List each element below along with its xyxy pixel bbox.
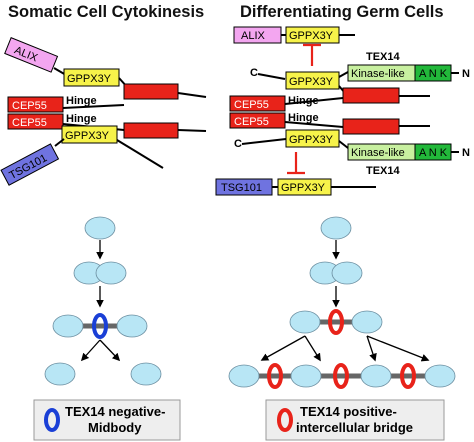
cep55-label-left-2: CEP55	[12, 117, 47, 129]
germ-cell-3a	[289, 310, 321, 334]
somatic-cell-2b	[95, 261, 127, 285]
somatic-lineage	[44, 216, 162, 386]
n-terminus-top: N	[462, 68, 470, 80]
cep55-coil-bottom-left	[123, 122, 179, 139]
hinge-label-left-1: Hinge	[66, 95, 97, 107]
cep55-box-left-2	[7, 113, 64, 130]
legend-left-line1: TEX14 negative-	[65, 404, 165, 419]
germ-cell-4d	[424, 364, 456, 388]
germ-cell-4b	[290, 364, 322, 388]
kinase-like-label-bottom: Kinase-like	[351, 147, 405, 159]
tex14-label-top: TEX14	[366, 51, 401, 63]
hinge-label-right-2: Hinge	[288, 112, 319, 124]
cep55-coil-top-left	[123, 83, 179, 100]
gppx3y-label-left-top: GPPX3Y	[67, 73, 112, 85]
gppx3y-box-right-2	[285, 129, 340, 148]
germ-cell-1	[320, 216, 352, 240]
cep55-box-right-2	[229, 112, 286, 129]
gppx3y-label-right-2: GPPX3Y	[289, 134, 334, 146]
gppx3y-label-left-bottom: GPPX3Y	[65, 130, 110, 142]
germ-complex: ALIX GPPX3Y TEX14 C GPPX3Y Kinase-like A…	[215, 26, 470, 196]
n-terminus-bottom: N	[462, 147, 470, 159]
cep55-label-left-1: CEP55	[12, 100, 47, 112]
header-germ: Differentiating Germ Cells	[240, 3, 444, 21]
somatic-cell-4b	[130, 362, 162, 386]
legend-left: TEX14 negative- Midbody	[33, 399, 181, 441]
bridge-ring-1	[328, 309, 344, 335]
cep55-box-left-1	[7, 96, 64, 113]
somatic-cell-3b	[116, 314, 148, 338]
alix-label-right: ALIX	[241, 30, 266, 42]
legend-bridge-ring	[277, 408, 293, 432]
legend-midbody-ring	[44, 408, 60, 432]
cep55-coil-top-right	[342, 87, 400, 104]
tex14-label-bottom: TEX14	[366, 165, 401, 177]
germ-lineage	[228, 216, 456, 389]
legend-right: TEX14 positive- intercellular bridge	[265, 399, 445, 441]
germ-cell-3b	[351, 310, 383, 334]
legend-right-line2: intercellular bridge	[296, 420, 413, 435]
gppx3y-label-right-top: GPPX3Y	[289, 30, 334, 42]
gppx3y-box-left-bottom	[61, 125, 118, 144]
c-terminus-top: C	[250, 67, 258, 79]
header-somatic: Somatic Cell Cytokinesis	[8, 3, 204, 21]
hinge-label-right-1: Hinge	[288, 95, 319, 107]
somatic-cell-3a	[52, 314, 84, 338]
tsg101-label-right: TSG101	[221, 182, 262, 194]
germ-cell-2b	[331, 261, 363, 285]
somatic-cell-4a	[44, 362, 76, 386]
bridge-ring-4	[400, 363, 416, 389]
cep55-label-right-1: CEP55	[234, 99, 269, 111]
bridge-ring-2	[267, 363, 283, 389]
germ-cell-4c	[360, 364, 392, 388]
bridge-ring-3	[333, 363, 349, 389]
ank-label-bottom: A N K	[419, 147, 448, 159]
gppx3y-label-right-1: GPPX3Y	[289, 76, 334, 88]
midbody-ring	[92, 313, 108, 339]
c-terminus-bottom: C	[234, 138, 242, 150]
hinge-label-left-2: Hinge	[66, 113, 97, 125]
legend-right-line1: TEX14 positive-	[300, 404, 397, 419]
ank-label-top: A N K	[419, 68, 448, 80]
gppx3y-box-right-1	[285, 71, 340, 90]
somatic-cell-1	[84, 216, 116, 240]
gppx3y-box-left-top	[63, 68, 120, 87]
cep55-label-right-2: CEP55	[234, 116, 269, 128]
gppx3y-label-right-bottom: GPPX3Y	[281, 182, 326, 194]
cep55-coil-bottom-right	[342, 118, 400, 135]
germ-cell-4a	[228, 364, 260, 388]
alix-box-left	[4, 37, 59, 73]
tsg101-box-left	[0, 143, 60, 186]
kinase-like-label-top: Kinase-like	[351, 68, 405, 80]
legend-left-line2: Midbody	[88, 420, 142, 435]
somatic-complex: ALIX GPPX3Y CEP55 Hinge CEP55 Hinge GPPX…	[0, 37, 207, 186]
